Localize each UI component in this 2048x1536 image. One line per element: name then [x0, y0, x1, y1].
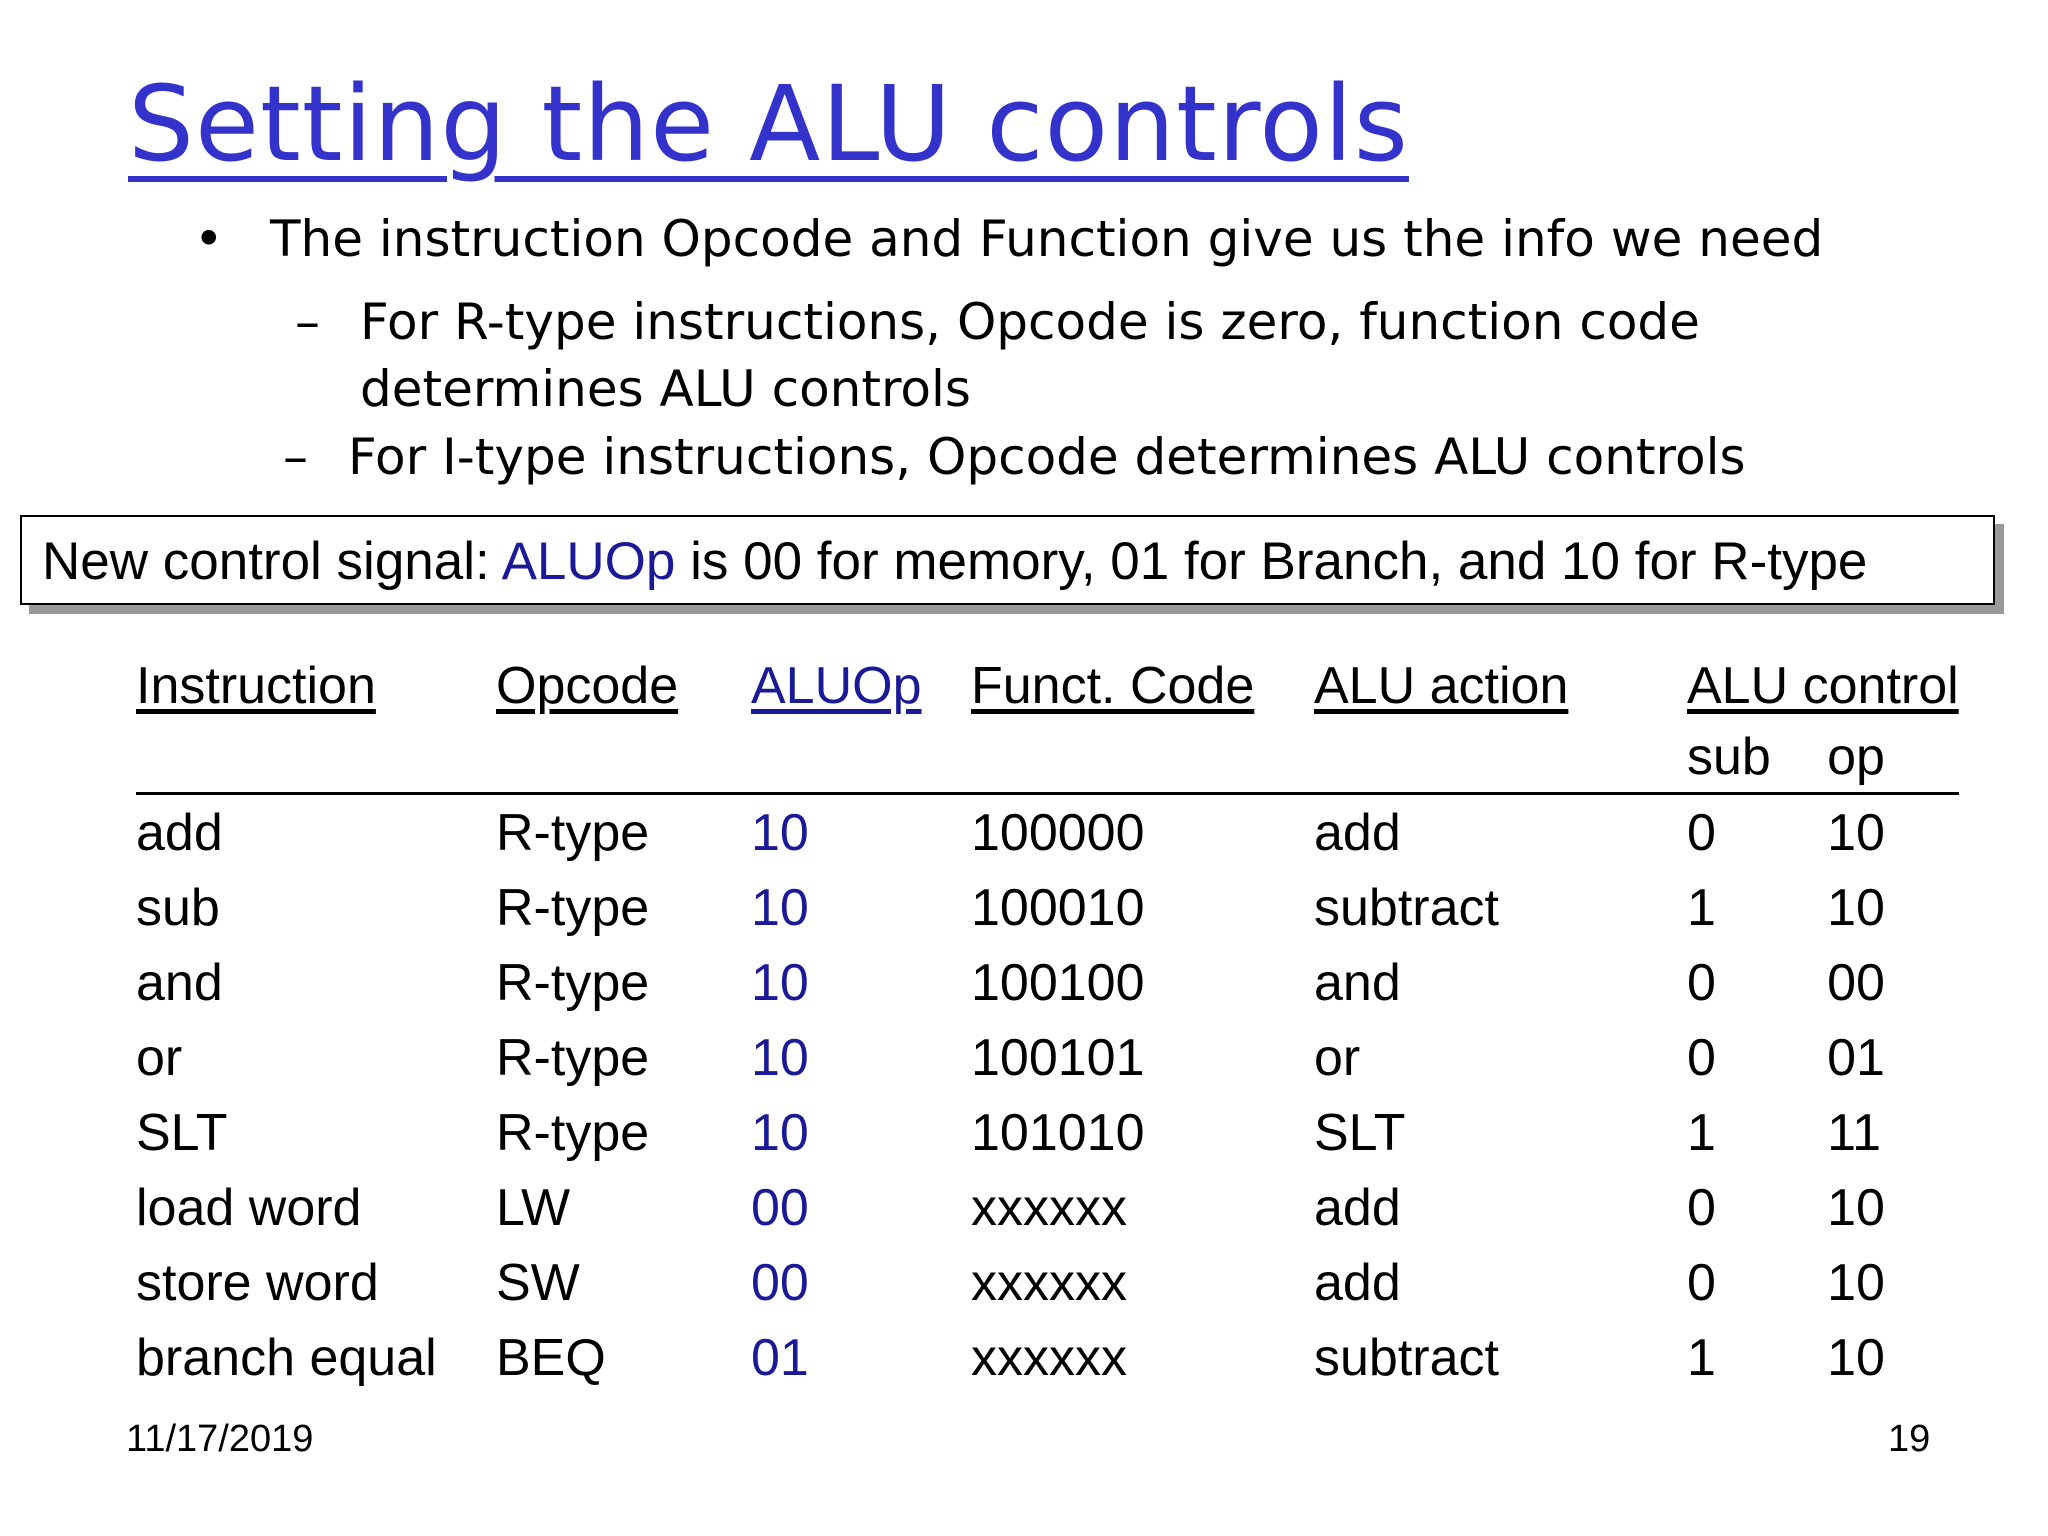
- cell-op: 00: [1827, 953, 1885, 1012]
- cell-funct-code: 100010: [971, 878, 1145, 937]
- cell-funct-code: 100101: [971, 1028, 1145, 1087]
- cell-aluop: 10: [751, 803, 809, 862]
- cell-aluop: 00: [751, 1178, 809, 1237]
- cell-aluop: 10: [751, 953, 809, 1012]
- cell-op: 10: [1827, 878, 1885, 937]
- subheader-empty: [496, 722, 751, 795]
- bullet-marker: •: [194, 210, 224, 268]
- cell-opcode: R-type: [496, 1103, 650, 1162]
- cell-sub: 0: [1687, 1028, 1716, 1087]
- subbullet-rtype-line2: determines ALU controls: [360, 360, 971, 418]
- cell-aluop: 01: [751, 1328, 809, 1387]
- cell-opcode: R-type: [496, 953, 650, 1012]
- cell-instruction: branch equal: [136, 1328, 437, 1387]
- cell-op: 11: [1827, 1103, 1882, 1162]
- cell-instruction: SLT: [136, 1103, 228, 1162]
- table-row: add R-type 10 100000 add 0 10: [136, 794, 1959, 871]
- footer-date: 11/17/2019: [126, 1418, 314, 1460]
- cell-sub: 1: [1687, 878, 1716, 937]
- cell-sub: 0: [1687, 803, 1716, 862]
- cell-opcode: R-type: [496, 1028, 650, 1087]
- cell-sub: 0: [1687, 953, 1716, 1012]
- cell-alu-action: add: [1314, 803, 1401, 862]
- table-header-row: Instruction Opcode ALUOp Funct. Code ALU…: [136, 650, 1959, 722]
- table-row: branch equal BEQ 01 xxxxxx subtract 1 10: [136, 1320, 1959, 1395]
- subbullet-marker: –: [283, 428, 308, 486]
- cell-sub: 1: [1687, 1328, 1716, 1387]
- cell-opcode: R-type: [496, 878, 650, 937]
- cell-sub: 1: [1687, 1103, 1716, 1162]
- cell-alu-action: subtract: [1314, 878, 1499, 937]
- cell-aluop: 10: [751, 1028, 809, 1087]
- callout-box: New control signal: ALUOp is 00 for memo…: [20, 515, 1995, 605]
- cell-instruction: store word: [136, 1253, 379, 1312]
- slide-title: Setting the ALU controls: [128, 63, 1409, 185]
- table-row: load word LW 00 xxxxxx add 0 10: [136, 1170, 1959, 1245]
- cell-sub: 0: [1687, 1178, 1716, 1237]
- cell-alu-action: or: [1314, 1028, 1361, 1087]
- cell-opcode: SW: [496, 1253, 580, 1312]
- cell-op: 10: [1827, 1253, 1885, 1312]
- cell-instruction: and: [136, 953, 223, 1012]
- callout-prefix: New control signal:: [42, 532, 502, 591]
- callout-suffix: is 00 for memory, 01 for Branch, and 10 …: [675, 532, 1868, 591]
- subheader-op: op: [1827, 722, 1959, 795]
- cell-op: 01: [1827, 1028, 1885, 1087]
- subheader-empty: [136, 722, 496, 795]
- cell-alu-action: SLT: [1314, 1103, 1406, 1162]
- callout-aluop: ALUOp: [501, 532, 676, 591]
- cell-funct-code: xxxxxx: [971, 1328, 1127, 1387]
- cell-alu-action: and: [1314, 953, 1401, 1012]
- table-row: and R-type 10 100100 and 0 00: [136, 945, 1959, 1020]
- cell-sub: 0: [1687, 1253, 1716, 1312]
- cell-op: 10: [1827, 803, 1885, 862]
- alu-control-table: Instruction Opcode ALUOp Funct. Code ALU…: [136, 650, 1959, 1395]
- page-number: 19: [1888, 1418, 1931, 1460]
- header-opcode: Opcode: [496, 657, 679, 715]
- cell-funct-code: xxxxxx: [971, 1253, 1127, 1312]
- subbullet-rtype-line1: For R-type instructions, Opcode is zero,…: [360, 293, 1700, 351]
- header-funct-code: Funct. Code: [971, 657, 1255, 715]
- subheader-empty: [751, 722, 971, 795]
- table-row: or R-type 10 100101 or 0 01: [136, 1020, 1959, 1095]
- cell-instruction: or: [136, 1028, 183, 1087]
- subbullet-marker: –: [295, 293, 320, 351]
- header-alu-action: ALU action: [1314, 657, 1569, 715]
- cell-funct-code: 101010: [971, 1103, 1145, 1162]
- cell-funct-code: xxxxxx: [971, 1178, 1127, 1237]
- cell-opcode: BEQ: [496, 1328, 606, 1387]
- cell-alu-action: add: [1314, 1178, 1401, 1237]
- cell-aluop: 00: [751, 1253, 809, 1312]
- header-instruction: Instruction: [136, 657, 376, 715]
- cell-opcode: R-type: [496, 803, 650, 862]
- cell-alu-action: add: [1314, 1253, 1401, 1312]
- table-row: store word SW 00 xxxxxx add 0 10: [136, 1245, 1959, 1320]
- cell-funct-code: 100000: [971, 803, 1145, 862]
- subheader-empty: [971, 722, 1314, 795]
- cell-aluop: 10: [751, 878, 809, 937]
- cell-instruction: sub: [136, 878, 220, 937]
- cell-opcode: LW: [496, 1178, 571, 1237]
- cell-op: 10: [1827, 1328, 1885, 1387]
- cell-alu-action: subtract: [1314, 1328, 1499, 1387]
- cell-op: 10: [1827, 1178, 1885, 1237]
- header-alu-control: ALU control: [1687, 657, 1959, 715]
- header-aluop: ALUOp: [751, 657, 922, 715]
- subheader-empty: [1314, 722, 1687, 795]
- subheader-sub: sub: [1687, 722, 1828, 795]
- subbullet-itype: For I-type instructions, Opcode determin…: [348, 428, 1746, 486]
- cell-instruction: add: [136, 803, 223, 862]
- table-row: sub R-type 10 100010 subtract 1 10: [136, 870, 1959, 945]
- table-row: SLT R-type 10 101010 SLT 1 11: [136, 1095, 1959, 1170]
- table-subheader-row: sub op: [136, 722, 1959, 795]
- bullet-main: The instruction Opcode and Function give…: [270, 210, 1824, 268]
- cell-instruction: load word: [136, 1178, 362, 1237]
- cell-funct-code: 100100: [971, 953, 1145, 1012]
- cell-aluop: 10: [751, 1103, 809, 1162]
